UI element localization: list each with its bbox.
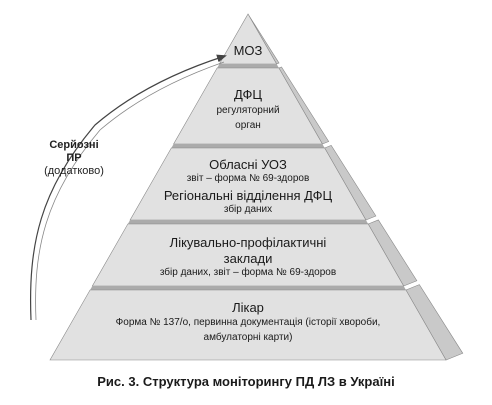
tier-gap-3 — [90, 286, 406, 290]
level-regional-report: звіт – форма № 69-здоров — [186, 173, 310, 184]
serious-adr-note-line3: (додатково) — [44, 165, 104, 177]
feedback-arrow-inner — [35, 61, 225, 321]
figure-caption: Рис. 3. Структура моніторингу ПД ЛЗ в Ук… — [97, 374, 395, 389]
level-facilities-title-1: Лікувально-профілактичні — [169, 235, 327, 250]
tier-front-4 — [49, 289, 447, 361]
level-facilities-subtitle: збір даних, звіт – форма № 69-здоров — [159, 267, 337, 278]
level-dfc-subtitle-1: регуляторний — [216, 105, 280, 116]
serious-adr-note-line1: Серйозні — [49, 139, 99, 151]
tier-gap-1 — [171, 144, 325, 148]
serious-adr-note-line2: ПР — [66, 152, 82, 164]
level-regional-title: Обласні УОЗ — [209, 157, 287, 172]
level-doctor-subtitle-2: амбулаторні карти) — [203, 332, 293, 343]
level-regional-branch-subtitle: збір даних — [223, 204, 273, 215]
level-regional-branch-title: Регіональні відділення ДФЦ — [163, 188, 333, 203]
level-doctor-title: Лікар — [232, 300, 264, 315]
tier-gap-0 — [217, 64, 279, 68]
serious-adr-note: Серйозні ПР (додатково) — [38, 139, 110, 178]
feedback-arrow — [30, 54, 227, 321]
level-moz-title: МОЗ — [233, 43, 263, 58]
level-facilities-title-2: заклади — [223, 251, 273, 266]
level-doctor-subtitle-1: Форма № 137/о, первинна документація (іс… — [115, 317, 381, 328]
tier-gap-2 — [127, 220, 369, 224]
level-dfc-title: ДФЦ — [233, 87, 263, 102]
level-dfc-subtitle-2: орган — [235, 120, 261, 131]
